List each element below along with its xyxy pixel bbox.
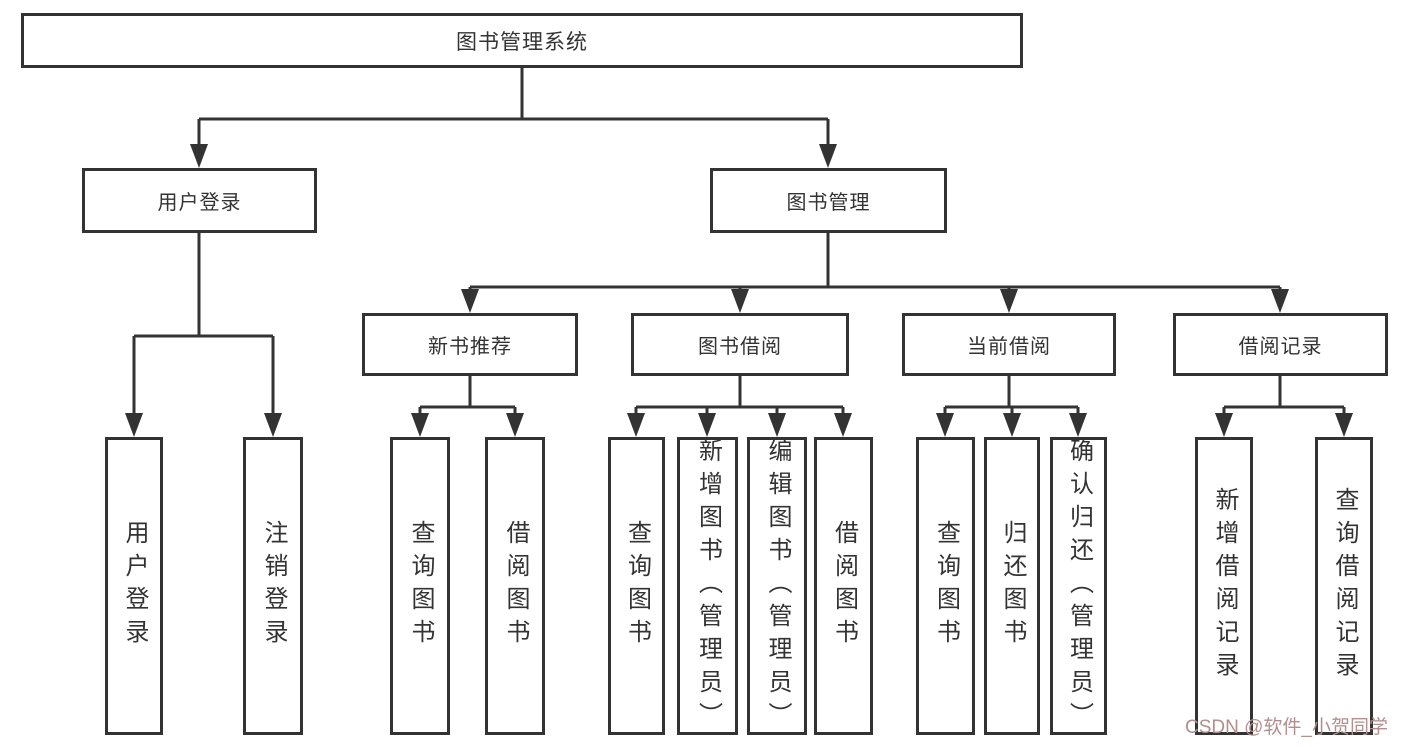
- node-label: 新增图书（管理员）: [694, 437, 722, 735]
- leaf-borrow-query-books: 查询图书: [608, 437, 665, 735]
- leaf-confirm-return-admin: 确认归还（管理员）: [1050, 437, 1107, 735]
- node-current-borrow: 当前借阅: [902, 313, 1116, 376]
- node-label: 注销登录: [260, 520, 287, 652]
- leaf-edit-book-admin: 编辑图书（管理员）: [747, 437, 807, 735]
- node-new-book-recommend: 新书推荐: [362, 313, 578, 376]
- node-label: 借阅记录: [1238, 336, 1323, 358]
- leaf-recommend-borrow-books: 借阅图书: [485, 437, 545, 735]
- node-label: 用户登录: [157, 192, 242, 214]
- node-label: 确认归还（管理员）: [1065, 437, 1093, 735]
- node-label: 新增借阅记录: [1211, 487, 1238, 685]
- node-label: 查询图书: [407, 520, 434, 652]
- connector-manage-to-level3: [461, 233, 1289, 313]
- node-label: 图书管理: [786, 192, 871, 214]
- node-book-management: 图书管理: [710, 168, 947, 233]
- node-label: 查询借阅记录: [1331, 487, 1358, 685]
- leaf-query-borrow-record: 查询借阅记录: [1315, 437, 1373, 735]
- node-label: 新书推荐: [428, 336, 512, 358]
- node-label: 借阅图书: [502, 520, 529, 652]
- node-library-management-system: 图书管理系统: [21, 13, 1023, 68]
- leaf-borrow-books: 借阅图书: [814, 437, 873, 735]
- node-label: 用户登录: [121, 520, 148, 652]
- leaf-return-book: 归还图书: [984, 437, 1040, 735]
- node-label: 归还图书: [999, 520, 1026, 652]
- node-book-borrow: 图书借阅: [631, 313, 849, 376]
- connector-borrow-to-children: [627, 376, 852, 437]
- connector-recommend-to-children: [411, 376, 524, 437]
- connector-root-to-level2: [190, 67, 837, 168]
- node-user-login: 用户登录: [82, 168, 317, 233]
- csdn-watermark: CSDN @软件_小贺同学: [1185, 717, 1388, 738]
- leaf-user-login: 用户登录: [105, 437, 163, 735]
- node-label: 图书借阅: [698, 336, 782, 358]
- leaf-add-book-admin: 新增图书（管理员）: [677, 437, 738, 735]
- connector-current-to-children: [936, 376, 1087, 437]
- leaf-logout: 注销登录: [243, 437, 303, 735]
- node-label: 查询图书: [623, 520, 651, 652]
- node-label: 借阅图书: [830, 520, 858, 652]
- connector-login-to-children: [125, 233, 282, 437]
- node-label: 查询图书: [932, 520, 960, 652]
- node-borrow-records: 借阅记录: [1173, 313, 1388, 376]
- leaf-recommend-query-books: 查询图书: [390, 437, 450, 735]
- node-label: 当前借阅: [967, 336, 1051, 358]
- node-label: 编辑图书（管理员）: [764, 437, 791, 735]
- leaf-add-borrow-record: 新增借阅记录: [1195, 437, 1253, 735]
- connector-records-to-children: [1215, 376, 1353, 437]
- leaf-current-query-books: 查询图书: [916, 437, 975, 735]
- node-label: 图书管理系统: [456, 30, 588, 54]
